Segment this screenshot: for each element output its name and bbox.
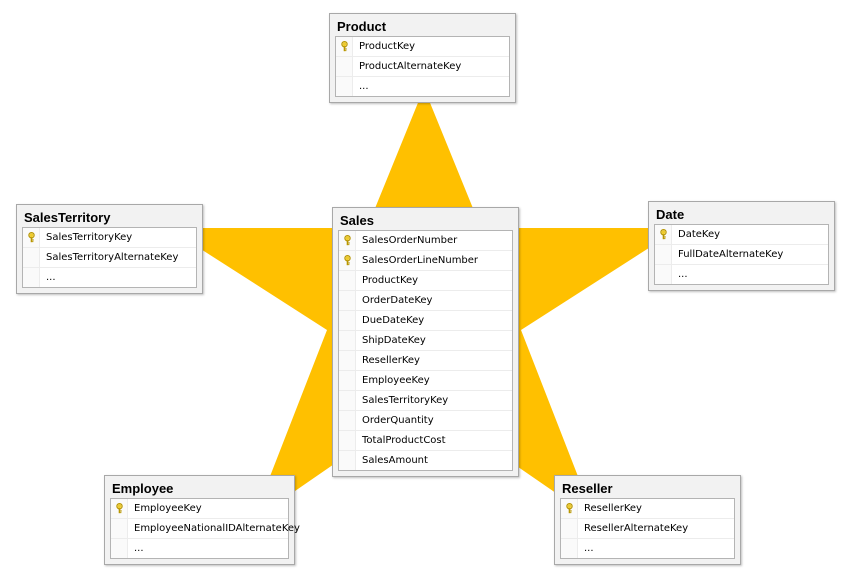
column-selector-cell [561,539,578,558]
column-selector-cell [23,248,40,267]
column-row[interactable]: ... [561,539,734,558]
column-row[interactable]: SalesTerritoryAlternateKey [23,248,196,268]
column-name: OrderDateKey [362,295,433,306]
column-selector-cell [111,519,128,538]
column-name: OrderQuantity [362,415,434,426]
column-selector-cell [339,371,356,390]
column-row[interactable]: ... [23,268,196,287]
column-row[interactable]: FullDateAlternateKey [655,245,828,265]
column-name: TotalProductCost [362,435,446,446]
column-name: ... [46,272,56,283]
table-title: SalesTerritory [24,210,111,225]
primary-key-icon [336,37,353,56]
column-row[interactable]: EmployeeKey [339,371,512,391]
column-selector-cell [339,391,356,410]
column-name: SalesTerritoryAlternateKey [46,252,179,263]
column-name: DueDateKey [362,315,425,326]
column-selector-cell [111,539,128,558]
primary-key-icon [23,228,40,247]
column-name: SalesAmount [362,455,428,466]
column-selector-cell [339,451,356,470]
primary-key-icon [339,231,356,250]
column-row[interactable]: ... [655,265,828,284]
column-selector-cell [339,351,356,370]
column-name: ProductKey [359,41,416,52]
column-row[interactable]: SalesTerritoryKey [339,391,512,411]
primary-key-icon [339,251,356,270]
column-row[interactable]: ProductAlternateKey [336,57,509,77]
column-row[interactable]: ProductKey [336,37,509,57]
column-name: FullDateAlternateKey [678,249,784,260]
column-name: ShipDateKey [362,335,426,346]
column-name: ... [134,543,144,554]
column-name: ResellerKey [362,355,420,366]
column-selector-cell [339,331,356,350]
primary-key-icon [111,499,128,518]
column-row[interactable]: ResellerKey [339,351,512,371]
column-selector-cell [336,57,353,76]
column-row[interactable]: ProductKey [339,271,512,291]
column-name: ... [678,269,688,280]
primary-key-icon [655,225,672,244]
column-selector-cell [655,245,672,264]
column-name: DateKey [678,229,721,240]
column-row[interactable]: SalesOrderNumber [339,231,512,251]
column-row[interactable]: ResellerKey [561,499,734,519]
column-name: SalesOrderNumber [362,235,458,246]
primary-key-icon [561,499,578,518]
column-name: SalesTerritoryKey [46,232,133,243]
column-row[interactable]: ... [336,77,509,96]
column-selector-cell [339,271,356,290]
column-row[interactable]: OrderQuantity [339,411,512,431]
table-title: Product [337,19,387,34]
column-name: EmployeeNationalIDAlternateKey [134,523,300,534]
column-row[interactable]: DateKey [655,225,828,245]
column-name: ... [584,543,594,554]
table-title: Date [656,207,685,222]
column-row[interactable]: ResellerAlternateKey [561,519,734,539]
table-title: Sales [340,213,374,228]
column-row[interactable]: SalesAmount [339,451,512,470]
column-name: SalesTerritoryKey [362,395,449,406]
table-title: Employee [112,481,174,496]
column-name: SalesOrderLineNumber [362,255,479,266]
column-row[interactable]: SalesTerritoryKey [23,228,196,248]
column-row[interactable]: OrderDateKey [339,291,512,311]
column-row[interactable]: TotalProductCost [339,431,512,451]
column-selector-cell [339,291,356,310]
column-selector-cell [561,519,578,538]
column-selector-cell [339,311,356,330]
column-row[interactable]: SalesOrderLineNumber [339,251,512,271]
column-selector-cell [23,268,40,287]
column-selector-cell [339,431,356,450]
column-name: ... [359,81,369,92]
column-row[interactable]: ... [111,539,288,558]
column-name: ProductAlternateKey [359,61,462,72]
column-name: ProductKey [362,275,419,286]
column-row[interactable]: DueDateKey [339,311,512,331]
table-title: Reseller [562,481,613,496]
column-selector-cell [655,265,672,284]
column-name: ResellerAlternateKey [584,523,689,534]
column-name: EmployeeKey [134,503,202,514]
column-row[interactable]: EmployeeNationalIDAlternateKey [111,519,300,539]
column-row[interactable]: EmployeeKey [111,499,288,519]
column-row[interactable]: ShipDateKey [339,331,512,351]
column-selector-cell [336,77,353,96]
column-name: ResellerKey [584,503,642,514]
column-name: EmployeeKey [362,375,430,386]
column-selector-cell [339,411,356,430]
